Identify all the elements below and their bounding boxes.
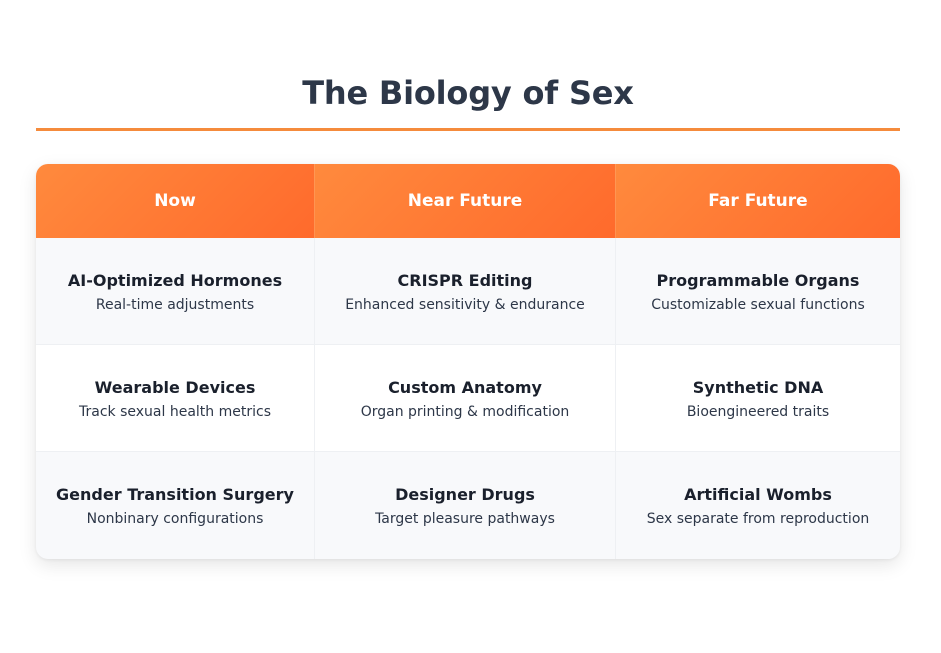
column-header-far-future: Far Future xyxy=(616,164,900,238)
table-cell: Wearable Devices Track sexual health met… xyxy=(36,345,315,451)
cell-subtitle: Nonbinary configurations xyxy=(86,511,264,527)
cell-subtitle: Target pleasure pathways xyxy=(375,511,555,527)
table-cell: Gender Transition Surgery Nonbinary conf… xyxy=(36,452,315,559)
timeline-table: Now Near Future Far Future AI-Optimized … xyxy=(36,164,900,559)
cell-subtitle: Sex separate from reproduction xyxy=(646,511,870,527)
cell-title: Programmable Organs xyxy=(656,270,860,290)
column-header-near-future: Near Future xyxy=(315,164,616,238)
cell-subtitle: Track sexual health metrics xyxy=(79,403,271,420)
cell-subtitle: Customizable sexual functions xyxy=(651,296,865,313)
table-cell: Programmable Organs Customizable sexual … xyxy=(616,238,900,344)
cell-subtitle: Bioengineered traits xyxy=(686,403,830,420)
cell-subtitle: Organ printing & modification xyxy=(360,403,570,420)
table-cell: CRISPR Editing Enhanced sensitivity & en… xyxy=(315,238,616,344)
column-header-now: Now xyxy=(36,164,315,238)
table-cell: Designer Drugs Target pleasure pathways xyxy=(315,452,616,559)
table-row: AI-Optimized Hormones Real-time adjustme… xyxy=(36,238,900,345)
table-row: Wearable Devices Track sexual health met… xyxy=(36,345,900,452)
table-header-row: Now Near Future Far Future xyxy=(36,164,900,238)
table-cell: AI-Optimized Hormones Real-time adjustme… xyxy=(36,238,315,344)
cell-subtitle: Real-time adjustments xyxy=(95,296,255,313)
table-row: Gender Transition Surgery Nonbinary conf… xyxy=(36,452,900,559)
cell-title: Wearable Devices xyxy=(94,377,256,397)
table-cell: Custom Anatomy Organ printing & modifica… xyxy=(315,345,616,451)
cell-title: Synthetic DNA xyxy=(692,377,824,397)
cell-title: CRISPR Editing xyxy=(397,270,533,290)
table-cell: Synthetic DNA Bioengineered traits xyxy=(616,345,900,451)
cell-title: Gender Transition Surgery xyxy=(56,485,294,504)
cell-subtitle: Enhanced sensitivity & endurance xyxy=(345,296,585,313)
cell-title: AI-Optimized Hormones xyxy=(67,270,283,290)
cell-title: Custom Anatomy xyxy=(388,377,542,397)
cell-title: Designer Drugs xyxy=(395,485,535,504)
title-divider xyxy=(36,128,900,131)
cell-title: Artificial Wombs xyxy=(684,485,832,504)
table-cell: Artificial Wombs Sex separate from repro… xyxy=(616,452,900,559)
page-title: The Biology of Sex xyxy=(302,74,634,112)
